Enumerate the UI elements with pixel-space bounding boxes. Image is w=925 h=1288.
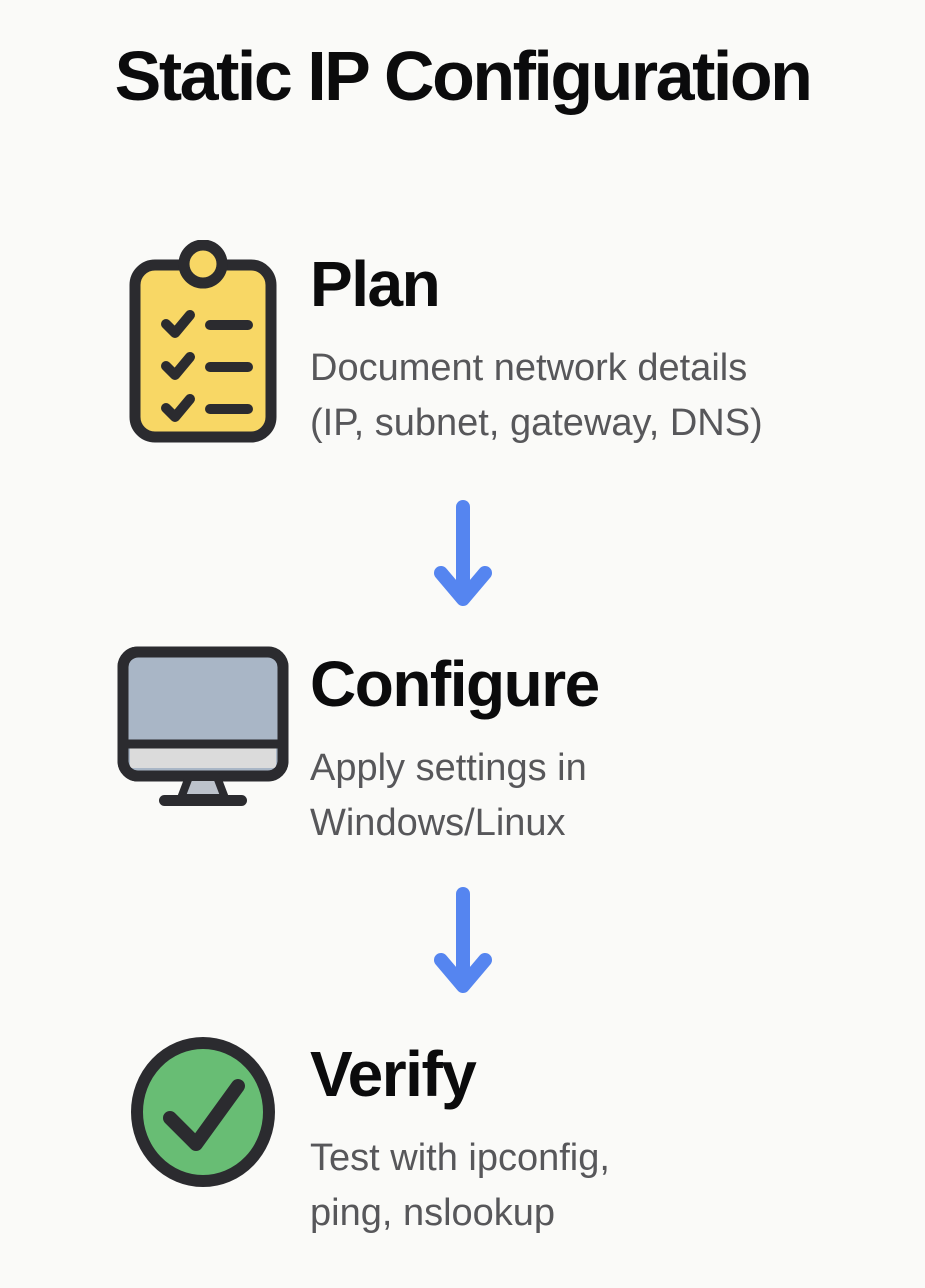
description-line: (IP, subnet, gateway, DNS)	[310, 402, 763, 445]
step-plan: Plan Document network details (IP, subne…	[96, 238, 895, 451]
monitor-icon	[117, 646, 289, 806]
step-plan-title: Plan	[310, 248, 441, 320]
description-line: Document network details	[310, 347, 748, 390]
checklist-clipboard-icon	[129, 240, 277, 443]
step-configure-icon-box	[96, 645, 310, 808]
down-arrow-icon	[434, 887, 492, 993]
check-circle-icon	[131, 1037, 275, 1187]
description-line: Test with ipconfig,	[310, 1137, 610, 1180]
step-verify: Verify Test with ipconfig, ping, nslooku…	[96, 1032, 895, 1241]
step-plan-description: Document network details (IP, subnet, ga…	[310, 341, 895, 451]
down-arrow-icon	[434, 500, 492, 606]
step-plan-text: Plan Document network details (IP, subne…	[310, 238, 895, 451]
connector-plan-to-configure	[431, 499, 495, 613]
description-line: Windows/Linux	[310, 802, 566, 845]
step-configure-title: Configure	[310, 648, 600, 720]
step-plan-icon-box	[96, 238, 310, 445]
step-verify-description: Test with ipconfig, ping, nslookup	[310, 1131, 895, 1241]
description-line: ping, nslookup	[310, 1192, 556, 1235]
step-configure: Configure Apply settings in Windows/Linu…	[96, 645, 895, 851]
connector-configure-to-verify	[431, 886, 495, 1000]
step-configure-description: Apply settings in Windows/Linux	[310, 741, 895, 851]
step-verify-title: Verify	[310, 1038, 477, 1110]
step-verify-icon-box	[96, 1032, 310, 1188]
step-configure-text: Configure Apply settings in Windows/Linu…	[310, 645, 895, 851]
description-line: Apply settings in	[310, 747, 587, 790]
page-title: Static IP Configuration	[114, 37, 813, 115]
step-verify-text: Verify Test with ipconfig, ping, nslooku…	[310, 1032, 895, 1241]
